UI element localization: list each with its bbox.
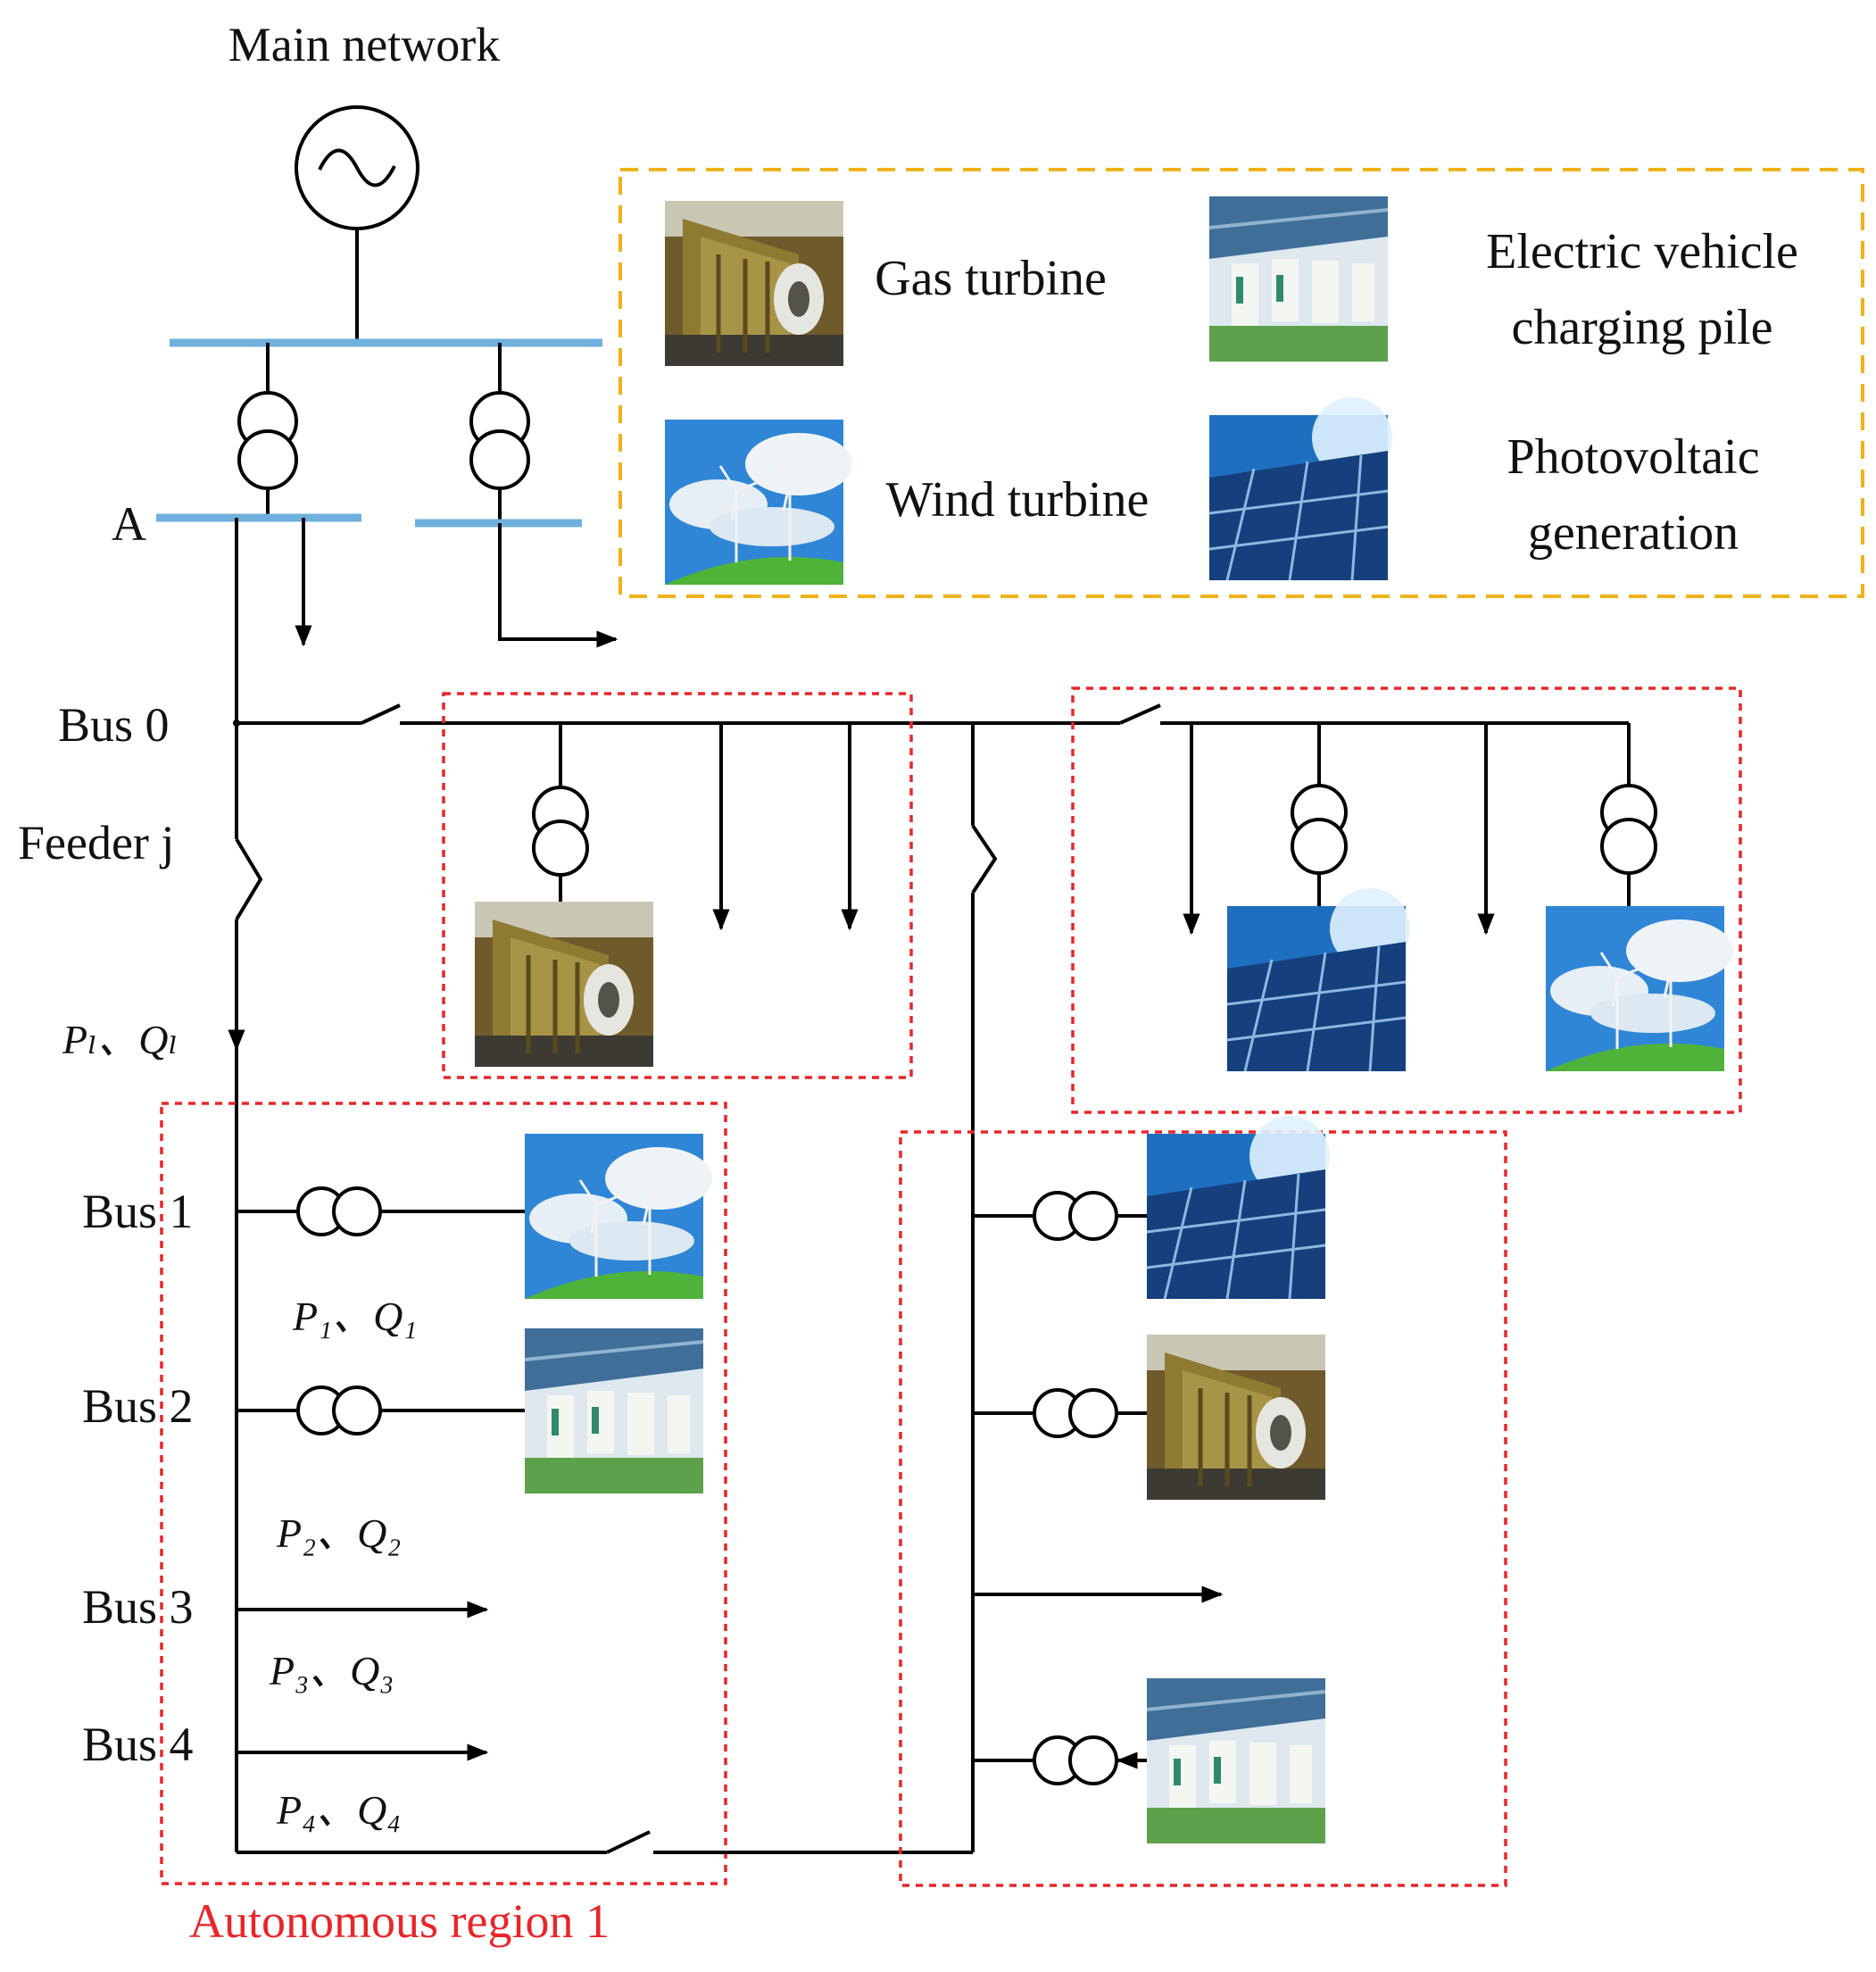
region-box — [899, 1130, 1507, 1887]
photovoltaic-icon — [1145, 1114, 1332, 1301]
feeder-label: Feeder j — [18, 816, 174, 870]
feeder-break-symbol — [235, 837, 263, 921]
autonomous-region-label: Autonomous region 1 — [189, 1894, 610, 1948]
transformer-icon — [296, 1186, 382, 1236]
legend-pv-line1: Photovoltaic — [1507, 429, 1759, 485]
photovoltaic-icon — [1208, 395, 1394, 582]
transformer-icon — [237, 391, 298, 490]
transformer-icon — [1291, 784, 1348, 875]
bus0-label: Bus 0 — [58, 698, 170, 752]
bus1-label: Bus 1 — [82, 1185, 194, 1238]
legend-ev-line1: Electric vehicle — [1486, 224, 1798, 279]
sine-wave-icon — [318, 148, 396, 187]
transformer-icon — [1033, 1388, 1118, 1438]
load-arrow — [498, 523, 618, 648]
legend-box — [618, 168, 1864, 598]
transformer-icon — [1033, 1735, 1118, 1785]
transformer-icon — [296, 1385, 382, 1435]
switch-icon — [1119, 703, 1161, 725]
gas-turbine-icon — [1147, 1335, 1325, 1500]
transformer-icon — [1600, 784, 1657, 875]
legend-ev-line2: charging pile — [1512, 300, 1773, 355]
legend: Gas turbine Electric vehicle charging pi… — [618, 168, 1864, 598]
legend-pv-line2: generation — [1528, 505, 1739, 561]
legend-wind-turbine: Wind turbine — [886, 472, 1150, 528]
feeder-break-symbol — [971, 824, 998, 894]
legend-gas-turbine: Gas turbine — [875, 251, 1107, 306]
transformer-icon — [469, 391, 530, 490]
wind-turbine-icon — [663, 418, 854, 587]
transformer-icon — [532, 786, 589, 877]
gas-turbine-icon — [475, 902, 653, 1067]
p4-q4-label: P₄、Q₄ — [276, 1787, 401, 1833]
bus4-label: Bus 4 — [82, 1718, 194, 1771]
switch-icon — [361, 703, 401, 725]
p3-q3-label: P₃、Q₃ — [269, 1648, 394, 1693]
transformer-icon — [1033, 1191, 1118, 1241]
bus3-label: Bus 3 — [82, 1580, 194, 1634]
p2-q2-label: P₂、Q₂ — [276, 1510, 401, 1556]
autonomous-region-1-box — [160, 1102, 727, 1885]
tie-switch-icon — [606, 1830, 651, 1854]
photovoltaic-icon — [1225, 886, 1412, 1073]
gas-turbine-icon — [665, 201, 843, 366]
ev-charging-pile-icon — [523, 1327, 705, 1495]
wind-turbine-icon — [523, 1132, 714, 1301]
p1-q1-label: P₁、Q₁ — [292, 1294, 417, 1339]
pl-ql-label: Pₗ、Qₗ — [62, 1017, 178, 1062]
region-box — [1071, 686, 1742, 1114]
bus2-label: Bus 2 — [82, 1379, 194, 1433]
ev-charging-pile-icon — [1208, 195, 1390, 363]
wind-turbine-icon — [1544, 904, 1735, 1073]
ev-charging-pile-icon — [1145, 1677, 1327, 1845]
main-network-label: Main network — [228, 18, 500, 71]
node-a-label: A — [112, 497, 146, 551]
region-box — [442, 692, 913, 1079]
